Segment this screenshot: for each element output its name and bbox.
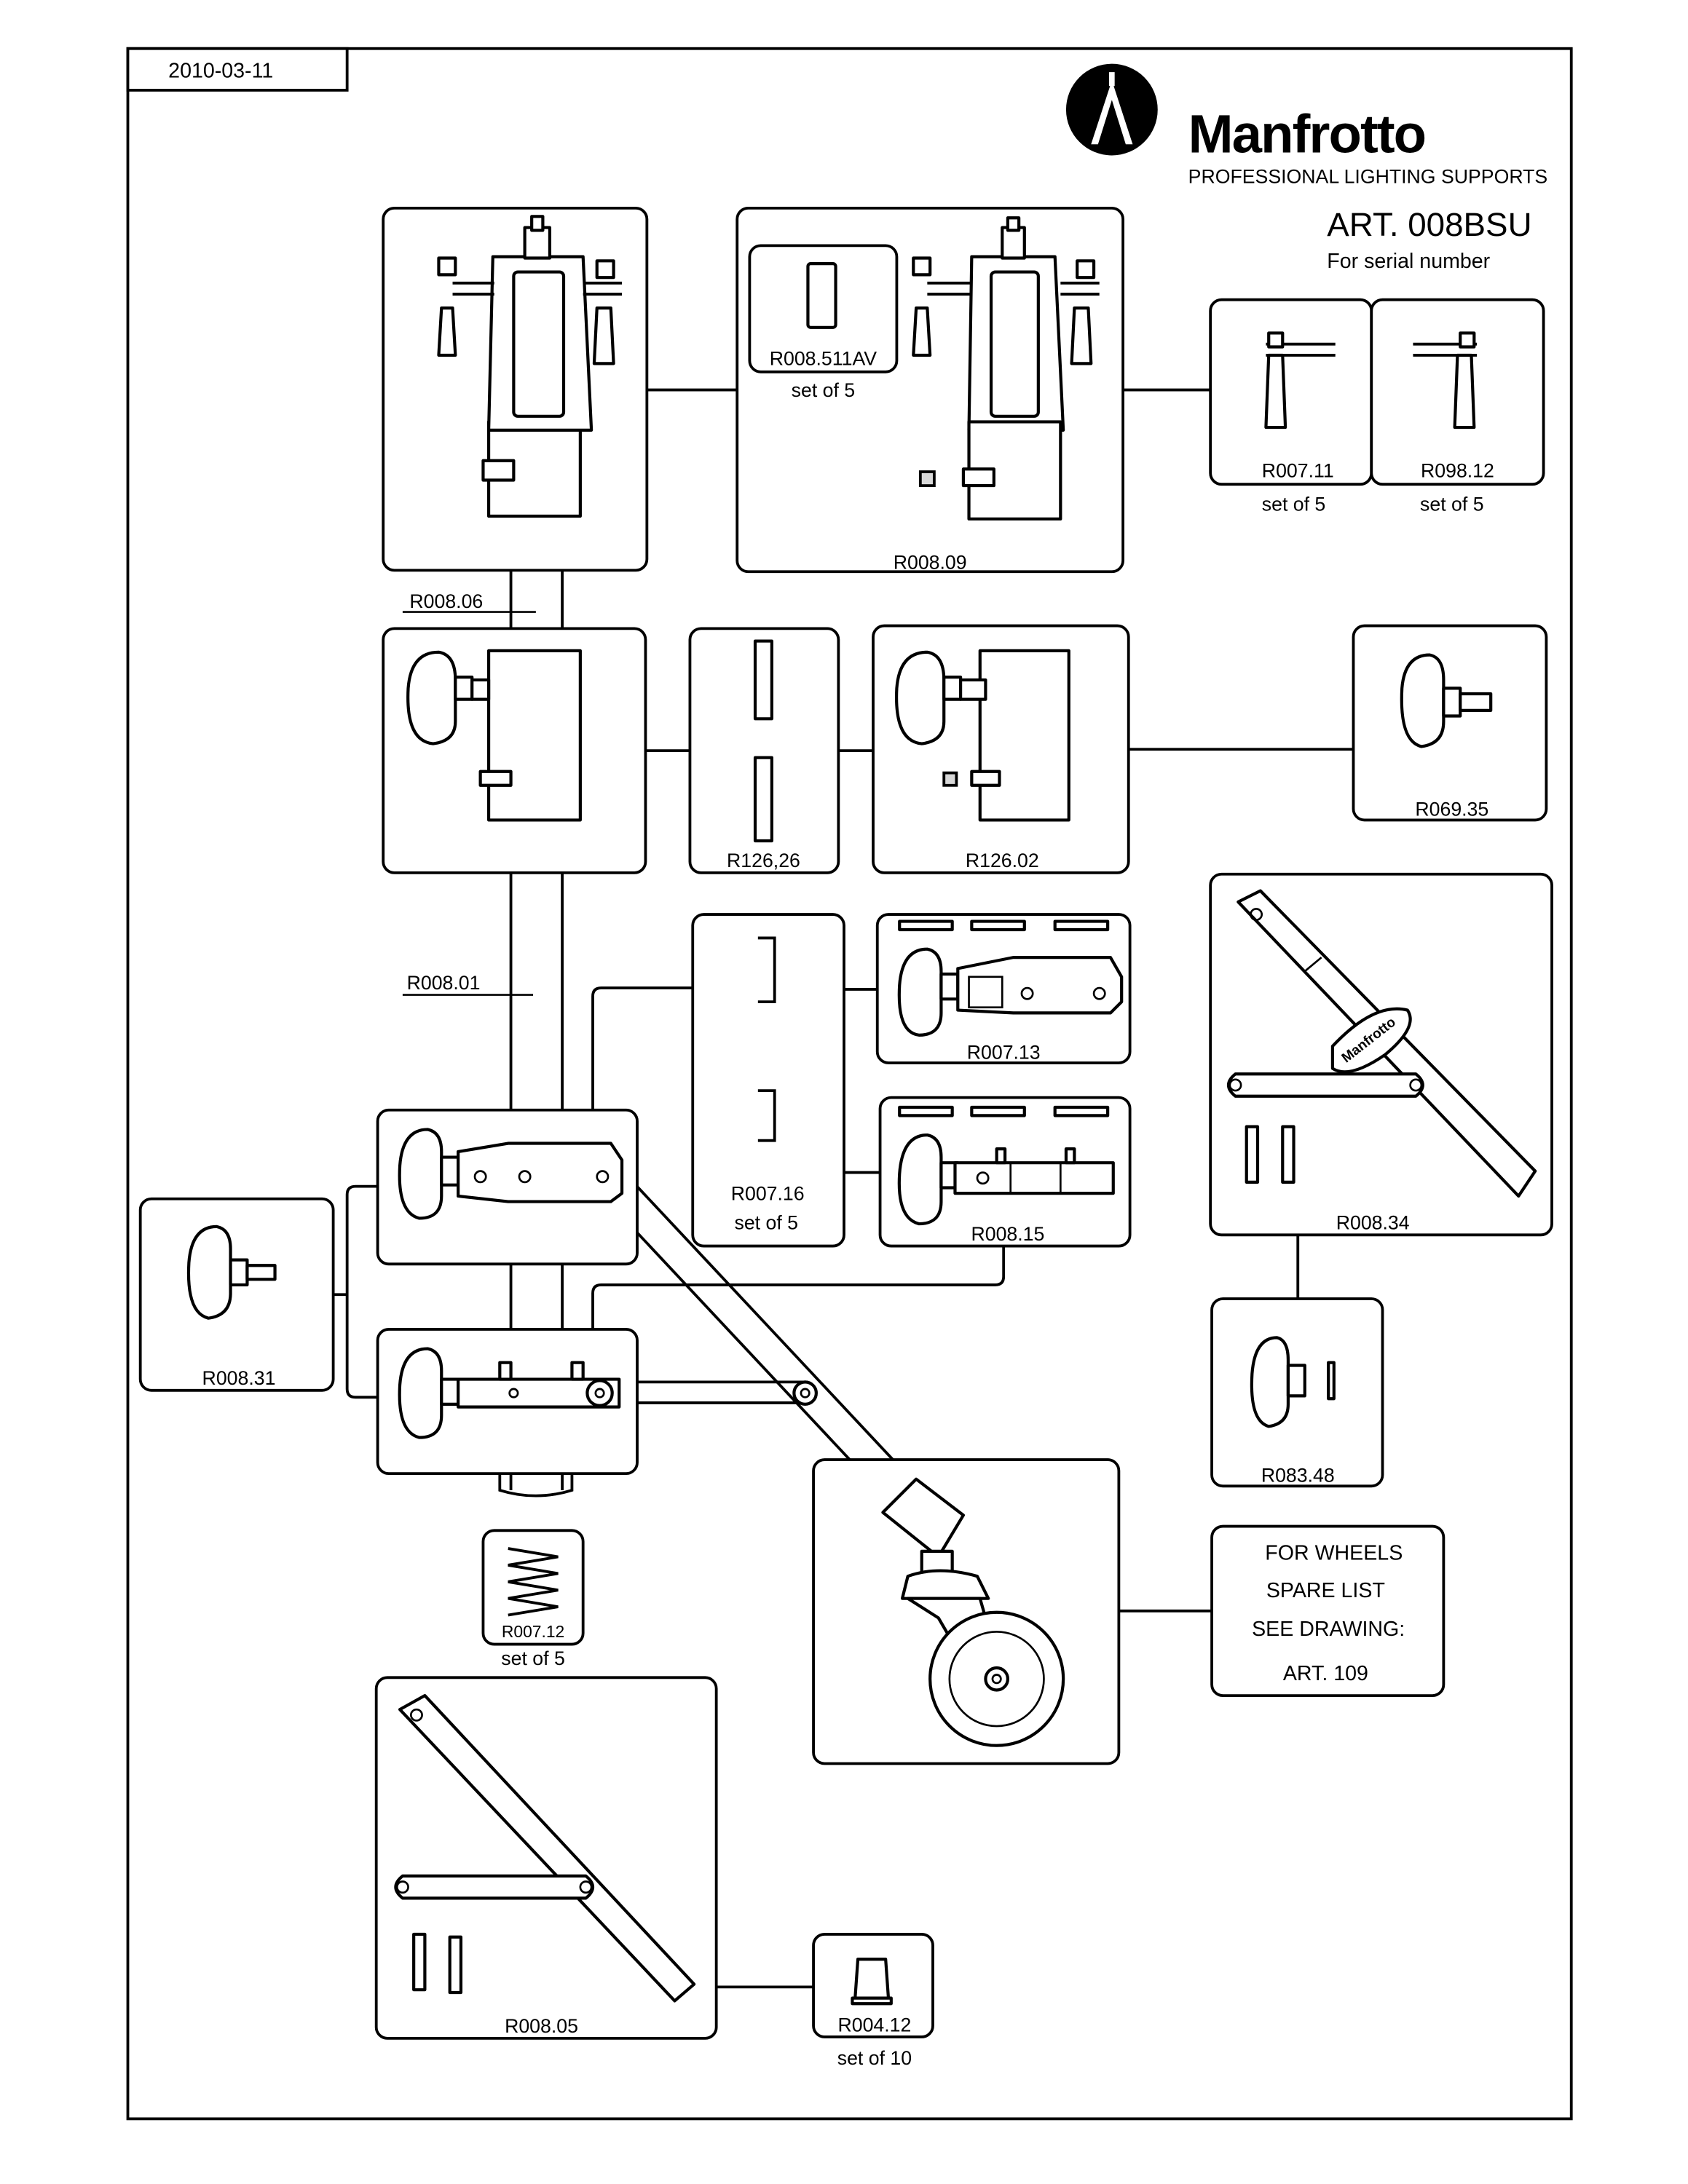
part-r008-34-box: Manfrotto bbox=[1209, 872, 1553, 1237]
date-label: 2010-03-11 bbox=[168, 60, 273, 83]
r008-01-code: R008.01 bbox=[407, 972, 481, 994]
r069-35-code: R069.35 bbox=[1415, 799, 1488, 820]
wheels-note-line3: SEE DRAWING: bbox=[1252, 1618, 1405, 1641]
part-r008-15-box bbox=[878, 1096, 1132, 1248]
brand-wordmark: Manfrotto bbox=[1188, 104, 1426, 165]
part-r098-12-box bbox=[1370, 298, 1545, 486]
wheels-note-line2: SPARE LIST bbox=[1266, 1579, 1385, 1602]
serial-note: For serial number bbox=[1327, 250, 1490, 273]
part-r004-12-box bbox=[812, 1933, 934, 2038]
r083-48-code: R083.48 bbox=[1261, 1465, 1335, 1487]
r126-02-code: R126.02 bbox=[966, 850, 1039, 871]
r004-12-code: R004.12 bbox=[838, 2014, 912, 2035]
part-collar-box bbox=[382, 627, 647, 874]
r007-13-code: R007.13 bbox=[967, 1041, 1041, 1063]
r007-16-code: R007.16 bbox=[731, 1183, 805, 1205]
article-number: ART. 008BSU bbox=[1327, 206, 1531, 243]
date-box bbox=[126, 47, 349, 92]
wheels-note-line4: ART. 109 bbox=[1283, 1662, 1368, 1685]
part-r008-05-box bbox=[374, 1676, 718, 2040]
r007-12-qty: set of 5 bbox=[501, 1647, 564, 1669]
r007-11-qty: set of 5 bbox=[1262, 493, 1325, 515]
wheels-note-line1: FOR WHEELS bbox=[1265, 1541, 1403, 1564]
r007-12-code: R007.12 bbox=[502, 1622, 564, 1641]
part-r069-35-box bbox=[1352, 624, 1548, 822]
r008-15-code: R008.15 bbox=[971, 1223, 1044, 1245]
r007-16-qty: set of 5 bbox=[735, 1212, 798, 1234]
part-r007-13-box bbox=[875, 913, 1132, 1064]
wheel-caster-box bbox=[812, 1458, 1121, 1765]
r008-06-code: R008.06 bbox=[409, 590, 483, 612]
part-r008-06-box bbox=[382, 206, 649, 572]
r098-12-code: R098.12 bbox=[1421, 460, 1494, 482]
part-r007-12-box bbox=[481, 1529, 585, 1646]
part-r083-48-box bbox=[1210, 1297, 1384, 1488]
r126-26-code: R126,26 bbox=[727, 850, 800, 871]
connector-lines bbox=[333, 388, 1354, 1989]
part-r008-31-box bbox=[138, 1197, 335, 1392]
r008-31-code: R008.31 bbox=[202, 1367, 276, 1389]
wheels-note-box bbox=[1210, 1524, 1446, 1698]
upper-leg-clamp-box bbox=[376, 1108, 639, 1266]
part-r007-16-box bbox=[691, 913, 845, 1248]
part-r007-11-box bbox=[1209, 298, 1373, 486]
r008-05-code: R008.05 bbox=[505, 2015, 578, 2037]
r008-511av-code: R008.511AV bbox=[770, 347, 877, 369]
part-r126-26-box bbox=[688, 627, 840, 874]
r004-12-qty: set of 10 bbox=[837, 2047, 912, 2069]
r008-511av-qty: set of 5 bbox=[792, 379, 855, 401]
r008-09-code: R008.09 bbox=[894, 551, 967, 573]
part-r008-09-box bbox=[735, 206, 1125, 574]
r098-12-qty: set of 5 bbox=[1420, 493, 1483, 515]
r008-34-code: R008.34 bbox=[1336, 1212, 1410, 1234]
part-r126-02-box bbox=[872, 624, 1130, 874]
lower-leg-clamp-box bbox=[376, 1328, 818, 1476]
leg-diagonal bbox=[587, 1160, 920, 1508]
manfrotto-tripod-logo-icon bbox=[1065, 63, 1158, 156]
r007-11-code: R007.11 bbox=[1262, 460, 1334, 482]
brand-tagline: PROFESSIONAL LIGHTING SUPPORTS bbox=[1188, 166, 1548, 188]
